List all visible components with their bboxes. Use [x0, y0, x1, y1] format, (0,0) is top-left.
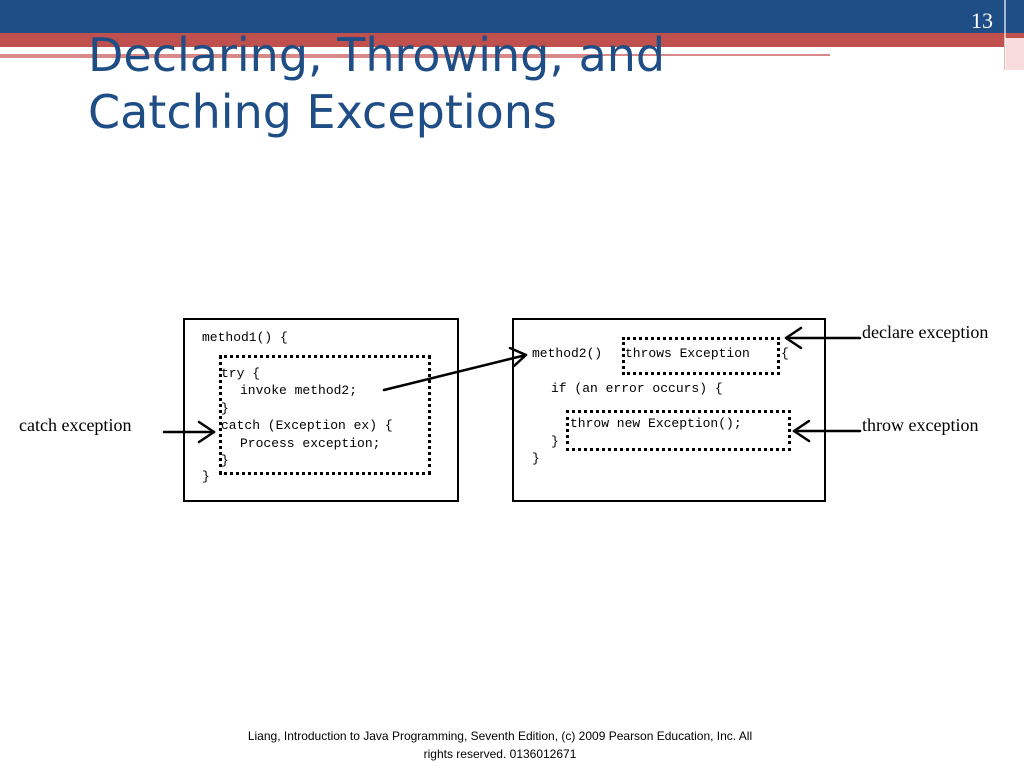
catch-exception-arrow	[162, 420, 216, 444]
if-line: if (an error occurs) {	[551, 381, 723, 396]
try-close: }	[221, 401, 229, 416]
try-open: try {	[221, 366, 261, 381]
method2-signature: method2()	[532, 346, 603, 361]
throw-exception-label: throw exception	[862, 415, 979, 435]
throw-line: throw new Exception();	[570, 416, 742, 431]
header-highlight-line	[600, 56, 946, 59]
method1-close: }	[202, 469, 210, 484]
invoke-arrow	[382, 346, 528, 392]
header-bar	[0, 0, 1024, 33]
method2-close: }	[532, 451, 540, 466]
method2-open-brace: {	[781, 346, 789, 361]
declare-exception-arrow	[784, 326, 862, 350]
throw-statement-highlight	[566, 410, 791, 451]
method1-header: method1() {	[202, 330, 288, 345]
header-corner-block-light	[1005, 38, 1024, 70]
slide-title: Declaring, Throwing, and Catching Except…	[88, 27, 665, 141]
header-accent-band	[0, 33, 1024, 47]
slide-title-line-1: Declaring, Throwing, and	[88, 28, 666, 82]
footer-line-1: Liang, Introduction to Java Programming,…	[247, 729, 753, 743]
slide-title-line-2: Catching Exceptions	[88, 85, 557, 139]
method1-box	[183, 318, 459, 502]
throws-clause-highlight	[622, 337, 780, 375]
catch-exception-label: catch exception	[19, 415, 132, 435]
catch-open: catch (Exception ex) {	[221, 418, 393, 433]
try-catch-highlight	[219, 355, 431, 475]
process-exception-line: Process exception;	[240, 436, 381, 451]
footer-line-2: rights reserved. 0136012671	[423, 747, 577, 761]
declare-exception-label: declare exception	[862, 322, 989, 342]
throw-exception-arrow	[792, 419, 862, 443]
invoke-method2-line: invoke method2;	[240, 383, 358, 398]
slide-number: 13	[971, 8, 993, 33]
throws-clause: throws Exception	[625, 346, 750, 361]
if-close: }	[551, 434, 559, 449]
header-accent-line	[0, 54, 830, 58]
header-separator	[1004, 0, 1006, 70]
slide-footer: Liang, Introduction to Java Programming,…	[190, 727, 810, 763]
catch-close: }	[221, 453, 229, 468]
